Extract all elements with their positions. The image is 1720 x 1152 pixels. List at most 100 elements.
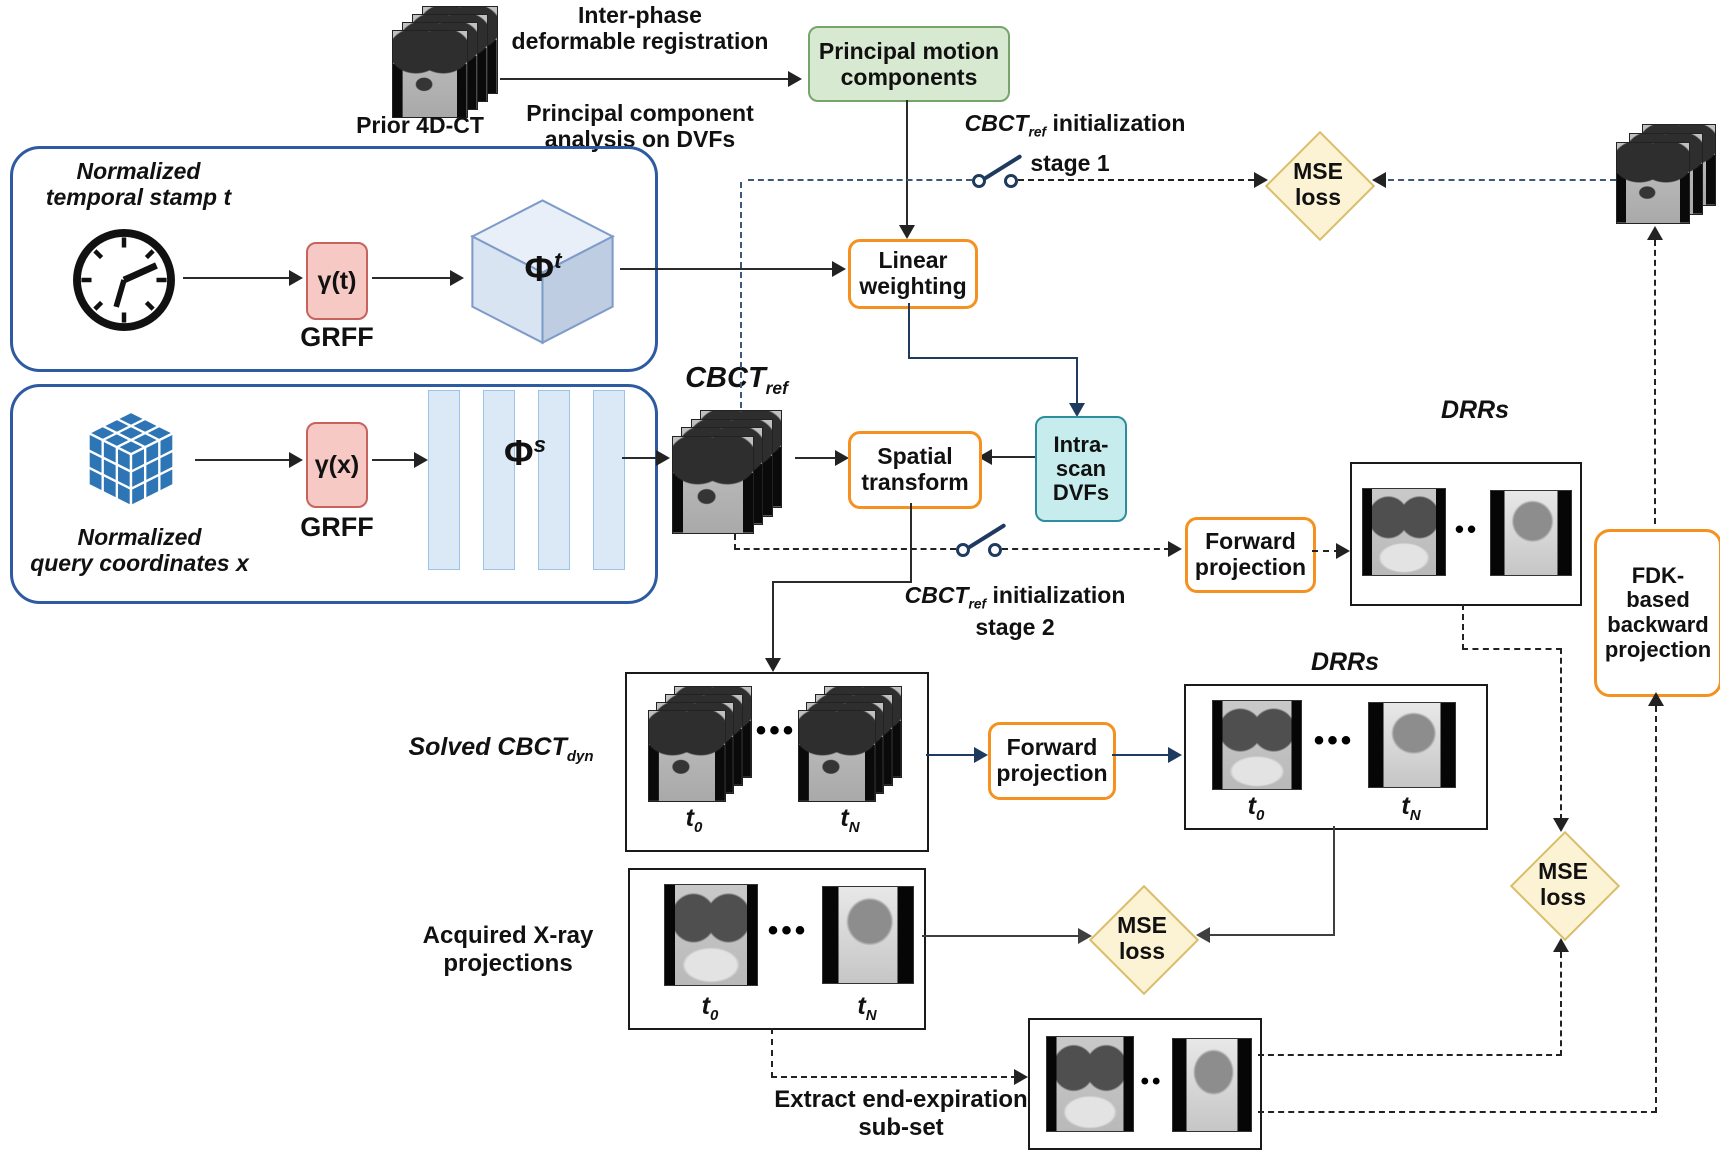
solved-cbctdyn-label: Solved CBCTdyn (408, 733, 594, 765)
arrowhead-into-drrs-mid (1168, 747, 1182, 763)
cbctref-label: CBCTref (685, 362, 788, 398)
drr-frontal-image (1362, 488, 1446, 576)
mlp-layer-bar (593, 390, 625, 570)
mlp-layer-bar (428, 390, 460, 570)
mse-right-label: MSE loss (1538, 858, 1588, 911)
reconstructed-cbct-stack (1616, 124, 1716, 226)
arrowhead-pmc-down (899, 225, 915, 239)
spatial-title: Normalized query coordinates x (30, 524, 249, 577)
subset-lateral-image (1172, 1038, 1252, 1132)
cbctdyn-stack-tN (798, 686, 902, 802)
grff-x-label: GRFF (300, 512, 374, 542)
mlp-layer-bar (538, 390, 570, 570)
extract-subset-label: Extract end-expiration sub-set (774, 1086, 1028, 1141)
line-lw-down (908, 303, 910, 359)
line-pmc-down (906, 100, 908, 226)
arrowhead-into-linear-weighting (832, 261, 846, 277)
arrowhead-into-intra-scan (1069, 403, 1085, 417)
temporal-title: Normalized temporal stamp t (45, 158, 232, 211)
arrowhead-into-mse-top-right (1372, 172, 1386, 188)
t0-label: t0 (701, 992, 719, 1024)
cbctdyn-stack-t0 (648, 686, 752, 802)
prior-4dct-stack (392, 6, 498, 118)
pca-label: Principal component analysis on DVFs (526, 100, 754, 153)
dashed-cbctref-down (734, 534, 736, 550)
switch1-left-contact (972, 174, 986, 188)
tN-label: tN (1401, 792, 1421, 824)
fdk-backward-projection-box: FDK- based backward projection (1594, 529, 1720, 697)
arrow-gamma-x-to-mlp (372, 459, 416, 461)
voxel-cube-icon (85, 410, 177, 509)
line-lw-right (908, 357, 1078, 359)
dashed-into-mse-right-top (1560, 648, 1562, 820)
forward-projection-2-box: Forward projection (988, 722, 1116, 800)
line-lw-to-intra (1076, 357, 1078, 407)
prior-4dct-label: Prior 4D-CT (356, 112, 484, 138)
arrowhead-into-solved-box (765, 658, 781, 672)
line-st-left (772, 581, 912, 583)
dashed-fdk-to-stack (1654, 240, 1656, 524)
stage1-stage-label: stage 1 (1030, 150, 1110, 176)
arrow-prior-to-pmc (500, 78, 790, 80)
dashed-switch1-to-mse (1018, 179, 1264, 181)
ellipsis-dots: ••• (1313, 724, 1355, 757)
line-drrsmid-down (1333, 826, 1335, 936)
spatial-transform-box: Spatial transform (848, 431, 982, 509)
arrowhead-into-mse-bottom-right (1196, 927, 1210, 943)
arrow-gamma-t-to-phi-t (372, 277, 452, 279)
dashed-up-to-fdk (1655, 706, 1657, 1113)
ellipsis-dots: •• (1454, 514, 1480, 544)
stage1-label: CBCTref initialization (964, 110, 1186, 140)
interphase-registration-label: Inter-phase deformable registration (511, 2, 769, 55)
arrowhead-into-fp2 (974, 747, 988, 763)
line-acquired-to-mse-bottom (922, 935, 1080, 937)
drrs-top-label: DRRs (1440, 396, 1510, 424)
arrowhead-gamma-x-to-mlp (414, 452, 428, 468)
arrowhead-cube-to-gamma-x (289, 452, 303, 468)
line-intra-to-spatial-transform (992, 456, 1035, 458)
arrowhead-into-subset-box (1014, 1069, 1028, 1085)
line-solved-to-fp2 (926, 754, 976, 756)
line-cbctref-to-spatial-transform (795, 457, 837, 459)
dashed-fp1-to-drrs-top (1312, 550, 1340, 552)
arrow-clock-to-gamma-t (183, 277, 291, 279)
stage2-label: CBCTref initialization (904, 582, 1126, 612)
line-st-to-solved (772, 581, 774, 661)
drr-frontal-image-t0 (1212, 700, 1302, 790)
dashed-acquired-down (771, 1028, 773, 1078)
arrowhead-into-fdk-bottom (1648, 692, 1664, 706)
arrowhead-prior-to-pmc (788, 71, 802, 87)
ellipsis-dots: •• (1140, 1068, 1164, 1095)
forward-projection-1-box: Forward projection (1185, 517, 1316, 593)
phi-t-label: Φt (524, 248, 562, 289)
line-drrsmid-to-mse-bottom (1208, 934, 1335, 936)
tN-label: tN (840, 804, 860, 836)
dashed-subset-to-fdk (1258, 1111, 1657, 1113)
mse-bottom-label: MSE loss (1117, 912, 1167, 965)
dashed-stack-to-mse-top (1388, 179, 1616, 181)
dashed-cbctref-to-switch1 (748, 179, 972, 181)
arrowhead-into-recon-stack (1647, 226, 1663, 240)
dashed-drrstop-right (1462, 648, 1562, 650)
dashed-drrstop-down (1462, 604, 1464, 650)
arrowhead-into-mse-bottom-left (1078, 928, 1092, 944)
ellipsis-dots: ••• (755, 714, 797, 747)
arrowhead-into-fp1 (1168, 541, 1182, 557)
arrowhead-into-mse-right-top (1553, 818, 1569, 832)
tN-label: tN (857, 992, 877, 1024)
acquired-xray-label: Acquired X-ray projections (422, 922, 594, 977)
gamma-x-box: γ(x) (306, 422, 368, 508)
phi-t-cube-icon (470, 199, 615, 345)
clock-icon (73, 229, 175, 331)
subset-frontal-image (1046, 1036, 1134, 1132)
arrow-cube-to-gamma-x (195, 459, 291, 461)
gamma-t-box: γ(t) (306, 242, 368, 320)
dashed-up-to-mse-right (1560, 952, 1562, 1056)
switch1-right-contact (1004, 174, 1018, 188)
arrowhead-into-mse-top-left (1254, 172, 1268, 188)
switch2-left-contact (956, 543, 970, 557)
t0-label: t0 (685, 804, 703, 836)
dashed-subset-to-mse-right (1258, 1054, 1562, 1056)
arrowhead-gamma-t-to-phi-t (450, 270, 464, 286)
